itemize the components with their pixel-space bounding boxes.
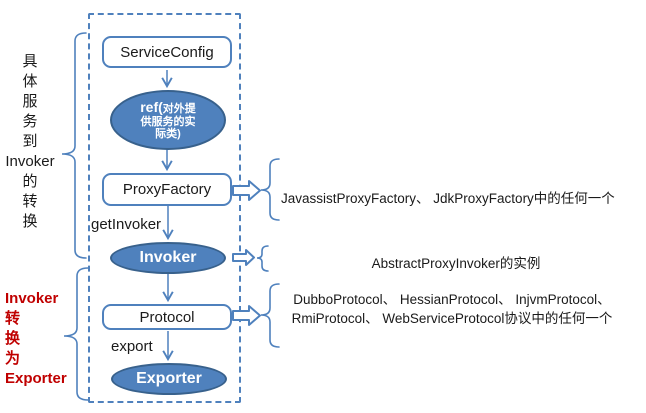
node-serviceconfig: ServiceConfig [102, 36, 232, 68]
label-line: 换 [5, 330, 21, 347]
brace-icon-left-top [61, 32, 87, 259]
node-label: ref(对外提 [140, 99, 196, 116]
annotation-protocol-options: DubboProtocol、 HessianProtocol、 InjvmPro… [260, 290, 644, 328]
node-label: Protocol [139, 308, 195, 326]
edge-label-getinvoker: getInvoker [91, 216, 162, 233]
node-invoker: Invoker [110, 242, 226, 274]
block-arrow-icon-invoker [232, 249, 255, 266]
edge-label-export: export [111, 338, 153, 355]
node-protocol: Protocol [102, 304, 232, 330]
brace-icon-left-bottom [63, 267, 89, 401]
label-invoker-to-exporter: Invoker 转 换 为 Exporter [5, 289, 85, 389]
label-line: 到 [22, 133, 38, 150]
label-line: Invoker [5, 290, 59, 307]
node-exporter: Exporter [111, 363, 227, 395]
label-line: 转 [22, 193, 38, 210]
label-line: 务 [22, 113, 38, 130]
label-line: 为 [5, 350, 21, 367]
node-label: 供服务的实 [140, 115, 196, 128]
node-label: Exporter [136, 370, 202, 387]
label-line: 的 [22, 173, 38, 190]
annotation-line: RmiProtocol、 WebServiceProtocol协议中的任何一个 [291, 311, 613, 326]
node-proxyfactory: ProxyFactory [102, 173, 232, 206]
block-arrow-icon-proxyfactory [232, 180, 261, 201]
brace-icon-protocol-options [260, 283, 280, 348]
node-label: Invoker [139, 249, 197, 266]
label-line: 具 [22, 53, 38, 70]
annotation-proxyfactory-options: JavassistProxyFactory、 JdkProxyFactory中的… [281, 191, 615, 206]
node-ref: ref(对外提 供服务的实 际类) [110, 90, 226, 150]
node-label: ServiceConfig [120, 43, 214, 61]
label-line: 服 [22, 93, 38, 110]
label-line: 转 [5, 310, 21, 327]
brace-icon-invoker-instance [256, 245, 269, 272]
label-line: Exporter [5, 370, 67, 387]
block-arrow-icon-protocol [232, 305, 261, 326]
label-line: 换 [22, 213, 38, 230]
label-service-to-invoker: 具 体 服 务 到 Invoker 的 转 换 [0, 52, 60, 232]
label-line: 体 [22, 73, 38, 90]
annotation-line: DubboProtocol、 HessianProtocol、 InjvmPro… [293, 292, 611, 307]
label-line: Invoker [5, 153, 55, 170]
annotation-invoker-instance: AbstractProxyInvoker的实例 [371, 256, 541, 271]
node-label: ProxyFactory [122, 181, 212, 198]
brace-icon-proxyfactory-options [260, 158, 280, 221]
node-label: 际类) [155, 128, 181, 141]
flow-boundary-box [88, 13, 241, 403]
